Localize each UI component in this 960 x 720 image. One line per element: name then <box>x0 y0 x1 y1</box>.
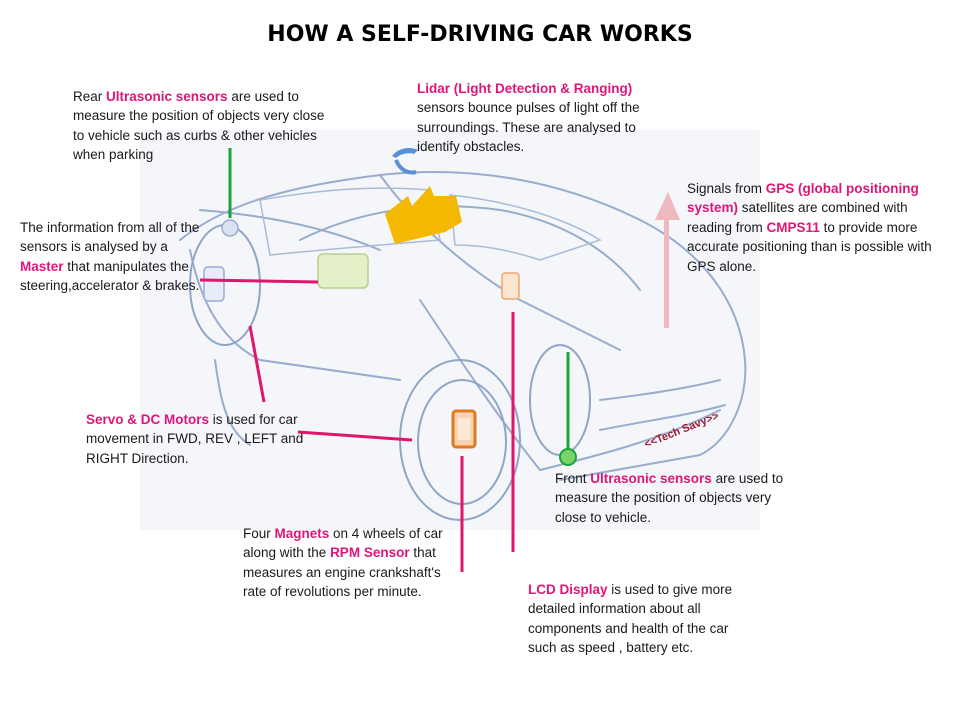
servo-motor-icon <box>203 266 225 302</box>
rear-ultrasonic-sensor-icon <box>221 219 239 237</box>
lidar-note: Lidar (Light Detection & Ranging) sensor… <box>417 79 672 157</box>
front-ultrasonic-note: Front Ultrasonic sensors are used to mea… <box>555 469 800 527</box>
note-highlight: Servo & DC Motors <box>86 412 210 427</box>
note-text: are used to measure the position of obje… <box>73 89 325 163</box>
note-text: on 4 wheels of car along with the <box>243 526 443 561</box>
note-highlight: Magnets <box>274 526 330 541</box>
master-pointer <box>199 278 319 284</box>
lidar-icon <box>385 148 462 244</box>
note-text: are used to measure the position of obje… <box>555 471 784 525</box>
servo-pointer-upper <box>248 325 266 403</box>
note-text: Four <box>243 526 275 541</box>
note-text: Rear <box>73 89 107 104</box>
servo-pointer <box>297 430 413 442</box>
note-highlight: Ultrasonic sensors <box>590 471 712 486</box>
rear-ultrasonic-note: Rear Ultrasonic sensors are used to meas… <box>73 87 338 165</box>
note-text: that manipulates the steering,accelerato… <box>20 258 200 294</box>
gps-arrow-icon <box>655 192 680 328</box>
note-text: is used for car movement in FWD, REV , L… <box>86 412 304 466</box>
note-highlight: Lidar (Light Detection & Ranging) <box>417 81 633 96</box>
note-highlight: LCD Display <box>528 582 608 597</box>
note-text: The information from all of the sensors … <box>20 220 200 255</box>
note-text: Front <box>555 471 591 486</box>
note-highlight: RPM Sensor <box>330 545 410 561</box>
rpm-sensor-screen <box>458 418 470 440</box>
note-text: is used to give more detailed informatio… <box>528 582 733 656</box>
note-highlight: GPS (global positioning system) <box>687 181 919 216</box>
note-text: that measures an engine crankshaft's rat… <box>243 545 441 600</box>
gps-note: Signals from GPS (global positioning sys… <box>687 179 945 276</box>
servo-note: Servo & DC Motors is used for car moveme… <box>86 410 314 468</box>
magnets-note: Four Magnets on 4 wheels of car along wi… <box>243 524 453 602</box>
lcd-display-icon <box>501 272 520 300</box>
note-text: satellites are combined with reading fro… <box>687 200 908 235</box>
window-sketch <box>259 187 602 261</box>
master-board-icon <box>317 253 369 289</box>
front-ultrasonic-sensor-icon <box>559 448 577 466</box>
note-text: sensors bounce pulses of light off the s… <box>417 100 640 155</box>
master-note: The information from all of the sensors … <box>20 218 200 296</box>
note-text: Signals from <box>687 181 766 196</box>
page-title: HOW A SELF-DRIVING CAR WORKS <box>267 22 693 47</box>
note-highlight: CMPS11 <box>766 219 820 235</box>
note-text: to provide more accurate positioning tha… <box>687 219 932 274</box>
lcd-note: LCD Display is used to give more detaile… <box>528 580 758 658</box>
note-highlight: Ultrasonic sensors <box>106 89 228 104</box>
note-highlight: Master <box>20 258 64 274</box>
